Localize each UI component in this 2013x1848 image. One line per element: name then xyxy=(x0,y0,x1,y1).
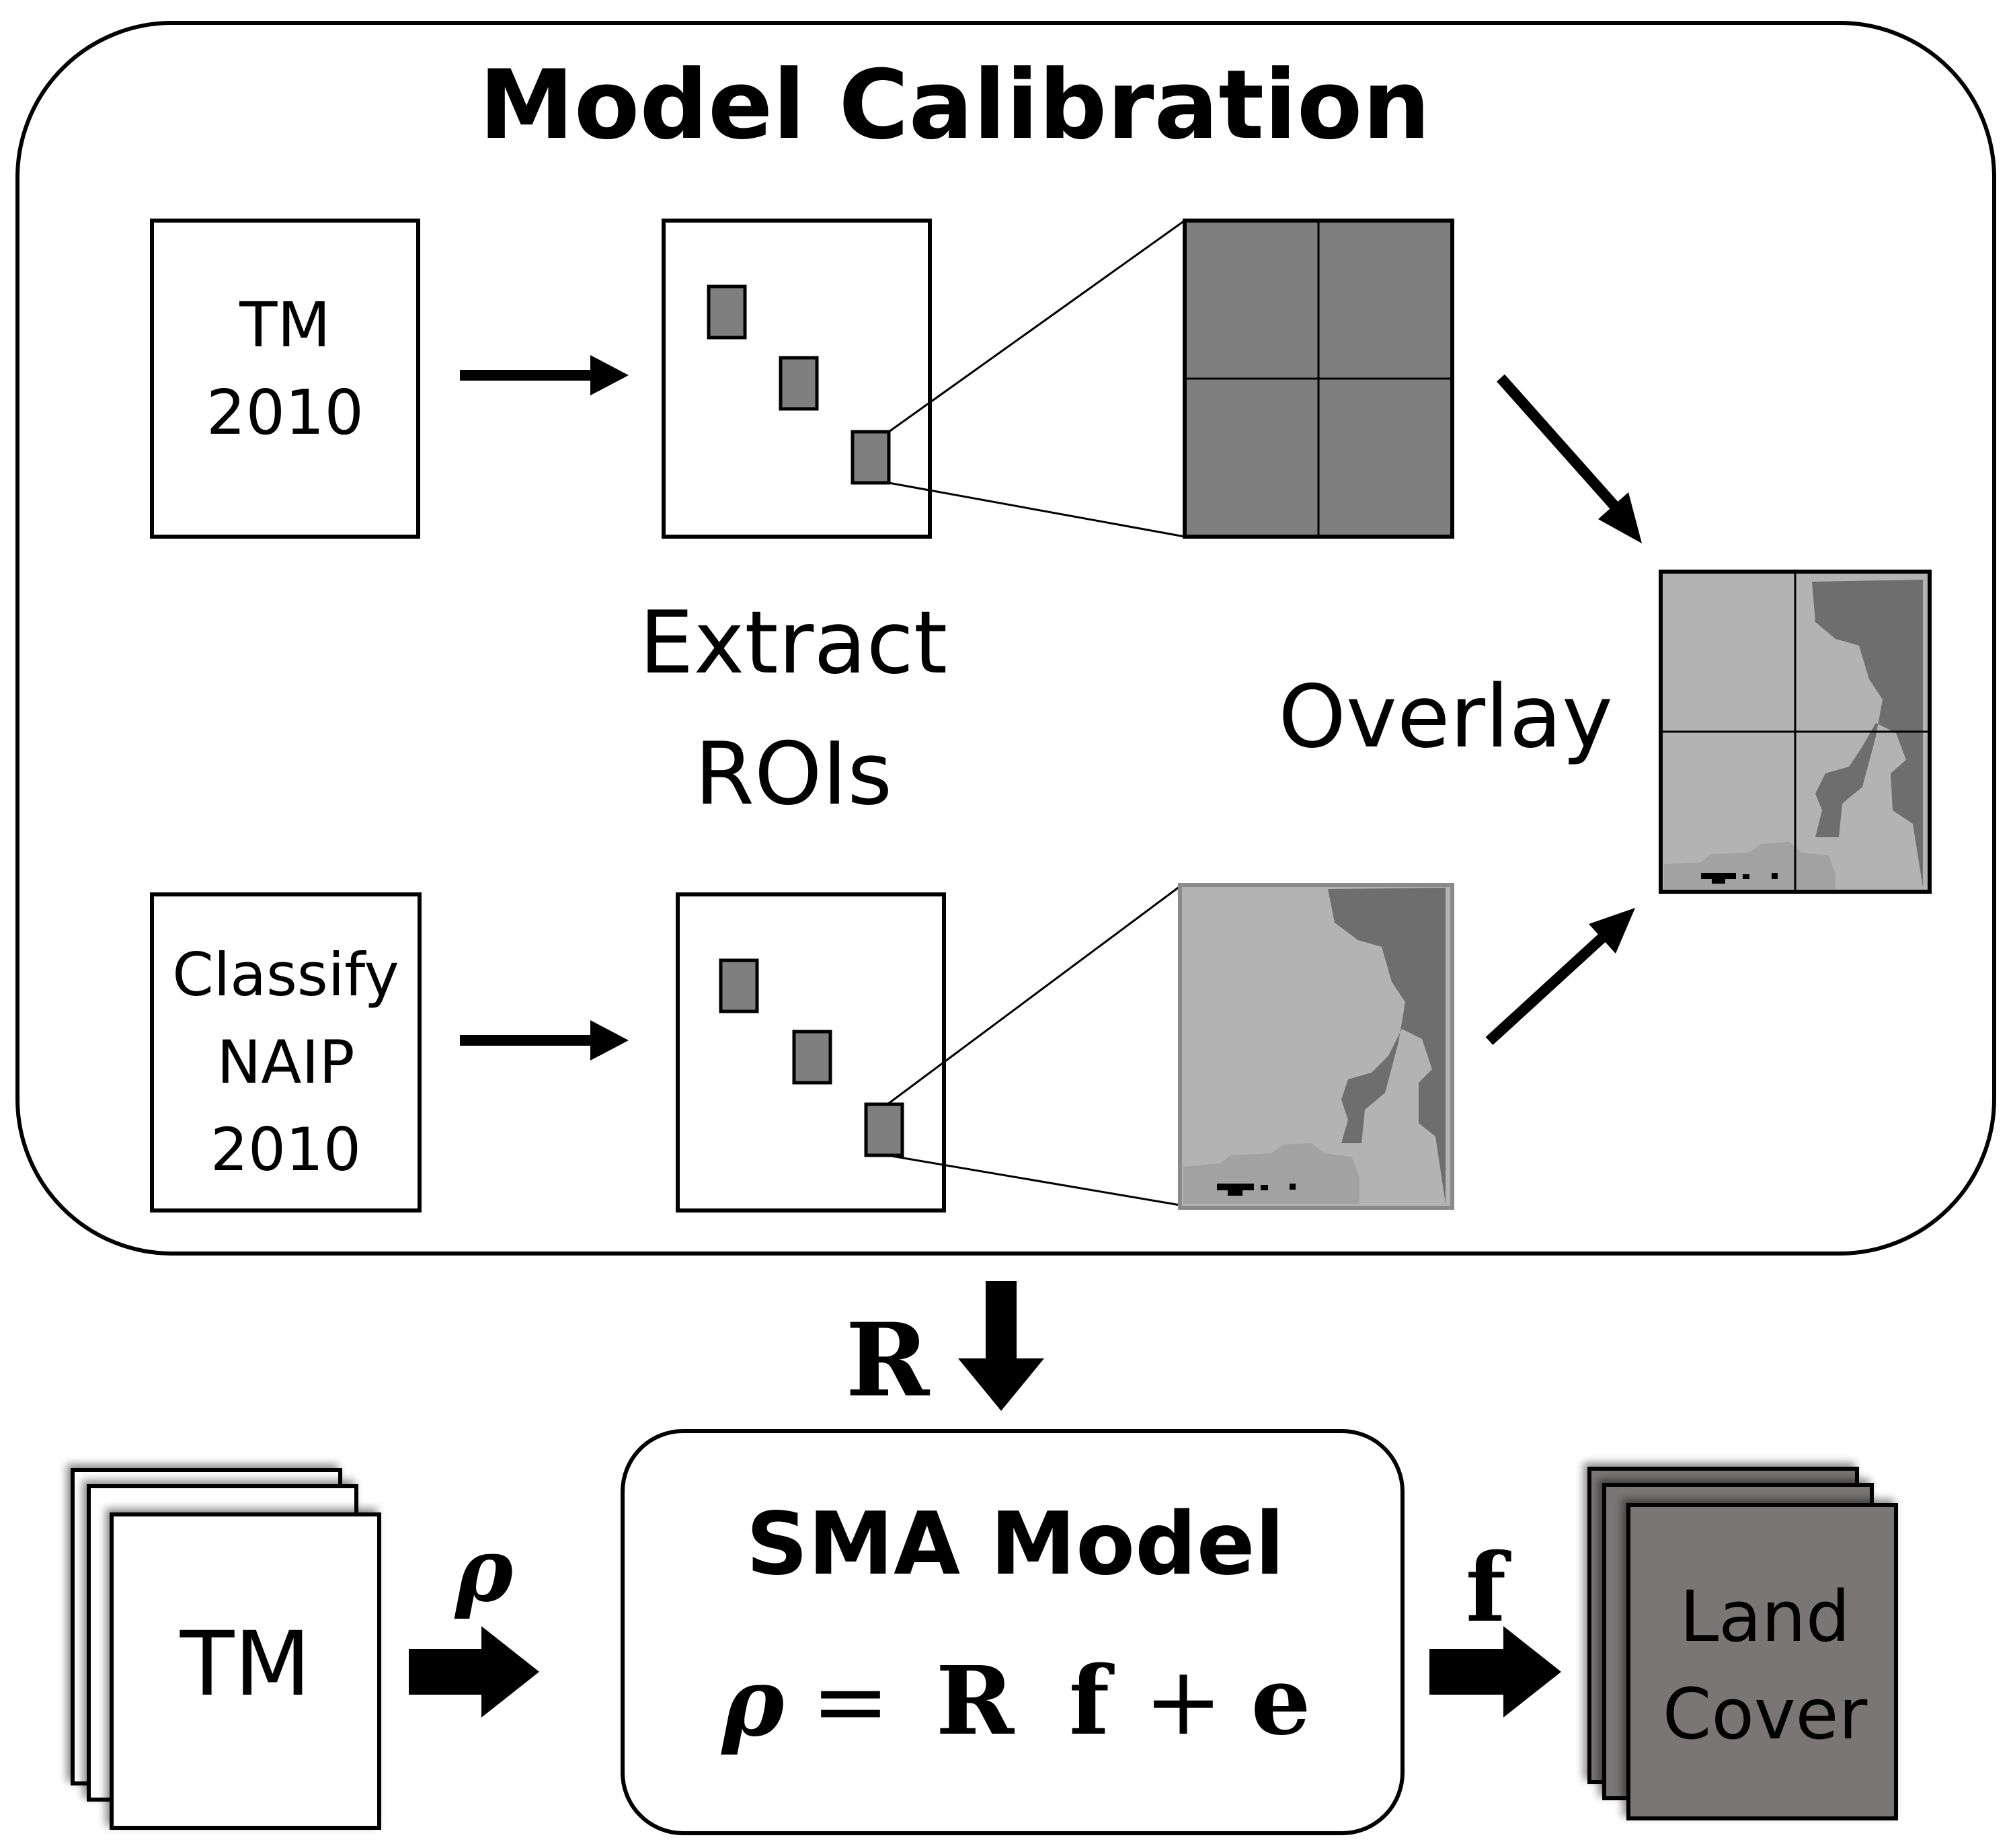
sma-model-title: SMA Model xyxy=(746,1494,1285,1594)
roi-square xyxy=(864,1102,904,1157)
overlay-map-feature xyxy=(1712,879,1725,884)
classified-map-feature xyxy=(1217,1184,1254,1190)
tm-image-stack: TM xyxy=(71,1468,381,1830)
classify-naip-box-border xyxy=(150,892,422,1212)
overlay-map-feature xyxy=(1772,873,1778,879)
roi-square xyxy=(707,284,747,340)
classify-naip-line3: 2010 xyxy=(210,1115,361,1184)
sma-model-box: SMA Model ρ = R f + e xyxy=(621,1429,1405,1835)
equation-rho: ρ xyxy=(720,1648,785,1758)
tm-stack-layer xyxy=(110,1512,381,1830)
classify-naip-line1: Classify xyxy=(172,940,399,1009)
overlay-map-feature xyxy=(1743,874,1749,879)
classified-map xyxy=(1178,883,1454,1210)
land-cover-line1: Land xyxy=(1680,1576,1850,1658)
equation-plus: + xyxy=(1144,1647,1222,1757)
overlay-map-feature xyxy=(1701,873,1736,879)
classify-naip-line2: NAIP xyxy=(216,1028,354,1097)
tm-stack-label: TM xyxy=(180,1613,311,1716)
extract-label-line1: Extract xyxy=(639,593,947,693)
classified-map-feature xyxy=(1290,1184,1296,1190)
model-calibration-panel: Model Calibration xyxy=(15,21,1996,1256)
equation-equals: = xyxy=(811,1647,890,1757)
land-cover-stack: Land Cover xyxy=(1587,1467,1898,1820)
roi-frame-top xyxy=(662,219,932,539)
tm-2010-box: TM 2010 xyxy=(150,219,420,539)
tm-2010-line1: TM xyxy=(239,289,331,361)
overlay-map-dark-region xyxy=(1812,580,1923,888)
overlay-label: Overlay xyxy=(1278,667,1613,767)
land-cover-line2: Cover xyxy=(1663,1673,1868,1755)
classified-map-dark-region xyxy=(1328,888,1446,1204)
tm-pixel-grid xyxy=(1183,219,1454,539)
arrow-tm-to-roi xyxy=(460,355,629,395)
arrow-grid-to-overlay xyxy=(1497,374,1642,543)
zoom-lines-top xyxy=(888,219,1185,538)
classify-naip-box: Classify NAIP 2010 xyxy=(150,892,422,1212)
overlay-map xyxy=(1659,570,1932,894)
tm-2010-box-border xyxy=(150,219,420,539)
roi-square xyxy=(792,1030,832,1085)
roi-frame-bottom xyxy=(676,892,946,1212)
classified-map-feature xyxy=(1228,1190,1242,1196)
land-cover-layer xyxy=(1626,1503,1898,1820)
classified-map-feature xyxy=(1261,1185,1268,1190)
rho-arrow: ρ xyxy=(409,1518,539,1718)
f-symbol: f xyxy=(1466,1533,1511,1644)
calibration-panel-border xyxy=(15,21,1996,1256)
arrow-map-to-overlay xyxy=(1485,908,1635,1045)
equation-f: f xyxy=(1069,1646,1115,1757)
r-matrix-symbol: R xyxy=(846,1301,931,1420)
r-connector: R xyxy=(846,1281,1044,1420)
equation-e: e xyxy=(1251,1646,1310,1757)
zoom-lines-bottom xyxy=(887,885,1181,1206)
sma-equation: ρ = R f + e xyxy=(720,1646,1310,1758)
tm-2010-line2: 2010 xyxy=(206,377,364,449)
arrow-naip-to-roi xyxy=(460,1020,629,1061)
equation-r: R xyxy=(936,1646,1015,1757)
calibration-title: Model Calibration xyxy=(479,50,1430,161)
extract-rois-label: Extract ROIs xyxy=(639,593,947,824)
roi-square xyxy=(719,958,759,1013)
rho-symbol: ρ xyxy=(454,1518,514,1621)
roi-square xyxy=(851,430,891,485)
sma-model-box-border xyxy=(621,1429,1405,1835)
extract-label-line2: ROIs xyxy=(695,724,892,824)
roi-square xyxy=(779,356,819,411)
f-arrow: f xyxy=(1429,1533,1561,1718)
